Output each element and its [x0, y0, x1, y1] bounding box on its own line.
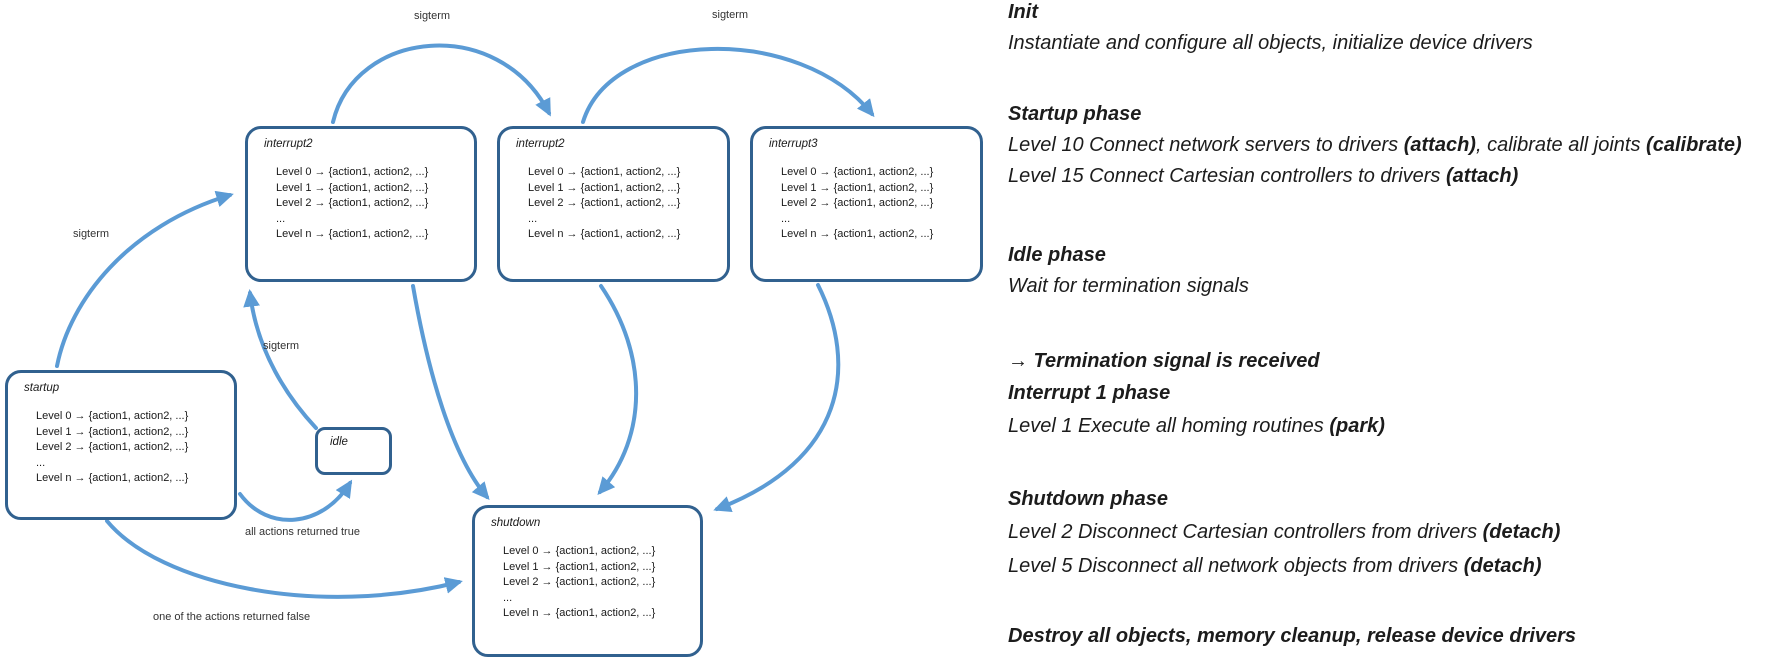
- level-row: Level 2 → {action1, action2, ...}: [781, 197, 934, 210]
- note-line-startup-level15: Level 15 Connect Cartesian controllers t…: [1008, 165, 1519, 187]
- edge-interrupt2a-to-shutdown: [411, 284, 490, 501]
- level-row: Level 2 → {action1, action2, ...}: [276, 197, 429, 210]
- edge-interrupt3-to-shutdown: [713, 283, 841, 513]
- note-line-idle-body: Wait for termination signals: [1008, 275, 1249, 297]
- state-box-interrupt2-first: interrupt2 Level 0 → {action1, action2, …: [245, 126, 477, 282]
- edge-startup-to-idle: [238, 479, 353, 522]
- state-box-interrupt3: interrupt3 Level 0 → {action1, action2, …: [750, 126, 983, 282]
- edge-label-sigterm-idle: sigterm: [263, 340, 300, 352]
- state-title: interrupt2: [516, 138, 565, 150]
- edge-interrupt2b-to-interrupt3: [581, 46, 875, 124]
- edge-label-one-action-false: one of the actions returned false: [153, 611, 311, 623]
- edge-label-all-actions-true: all actions returned true: [245, 526, 360, 538]
- level-row: Level n → {action1, action2, ...}: [36, 472, 189, 485]
- state-box-startup: startup Level 0 → {action1, action2, ...…: [5, 370, 237, 520]
- edge-label-sigterm-top-left: sigterm: [414, 10, 451, 22]
- level-row: Level 0 → {action1, action2, ...}: [276, 166, 429, 178]
- level-table: Level 0 → {action1, action2, ...} Level …: [36, 409, 234, 487]
- level-row: Level 0 → {action1, action2, ...}: [503, 545, 656, 557]
- level-row: ...: [276, 212, 286, 225]
- edge-label-sigterm-startup: sigterm: [73, 228, 110, 240]
- level-row: Level n → {action1, action2, ...}: [528, 228, 681, 241]
- note-line-destroy-body: Destroy all objects, memory cleanup, rel…: [1008, 625, 1577, 647]
- state-title: startup: [24, 382, 60, 394]
- phase-notes-panel: Init Instantiate and configure all objec…: [1008, 0, 1772, 661]
- level-row: ...: [528, 212, 538, 225]
- level-row: Level 0 → {action1, action2, ...}: [36, 410, 189, 422]
- note-line-idle-heading: Idle phase: [1008, 244, 1106, 266]
- level-row: Level 1 → {action1, action2, ...}: [276, 181, 429, 194]
- note-line-init-body: Instantiate and configure all objects, i…: [1008, 32, 1533, 54]
- note-line-startup-heading: Startup phase: [1008, 103, 1142, 125]
- note-line-shutdown-heading: Shutdown phase: [1008, 488, 1168, 510]
- level-row: Level n → {action1, action2, ...}: [276, 228, 429, 241]
- note-line-termination-signal: → Termination signal is received: [1008, 350, 1320, 372]
- level-table: Level 0 → {action1, action2, ...} Level …: [276, 165, 474, 243]
- level-row: Level 2 → {action1, action2, ...}: [528, 197, 681, 210]
- level-row: Level 1 → {action1, action2, ...}: [781, 181, 934, 194]
- level-row: Level 2 → {action1, action2, ...}: [503, 576, 656, 589]
- level-row: Level 1 → {action1, action2, ...}: [528, 181, 681, 194]
- edge-interrupt2a-to-interrupt2b: [331, 43, 551, 124]
- edge-interrupt2b-to-shutdown: [597, 284, 639, 496]
- state-box-idle: idle: [315, 427, 392, 475]
- level-row: Level 1 → {action1, action2, ...}: [503, 560, 656, 573]
- note-line-shutdown-level5: Level 5 Disconnect all network objects f…: [1008, 555, 1542, 577]
- level-row: Level 2 → {action1, action2, ...}: [36, 441, 189, 454]
- level-row: ...: [36, 456, 46, 469]
- level-table: Level 0 → {action1, action2, ...} Level …: [781, 165, 980, 243]
- level-row: Level n → {action1, action2, ...}: [503, 607, 656, 620]
- level-row: Level 1 → {action1, action2, ...}: [36, 425, 189, 438]
- state-title: shutdown: [491, 517, 541, 529]
- note-line-shutdown-level2: Level 2 Disconnect Cartesian controllers…: [1008, 521, 1561, 543]
- level-row: Level n → {action1, action2, ...}: [781, 228, 934, 241]
- level-row: ...: [781, 212, 791, 225]
- state-title: interrupt2: [264, 138, 313, 150]
- level-row: Level 0 → {action1, action2, ...}: [528, 166, 681, 178]
- state-title: interrupt3: [769, 138, 818, 150]
- level-table: Level 0 → {action1, action2, ...} Level …: [503, 544, 700, 622]
- edge-startup-to-shutdown: [105, 519, 463, 599]
- state-title: idle: [330, 436, 348, 448]
- edge-startup-to-interrupt2a: [55, 190, 234, 368]
- state-box-interrupt2-second: interrupt2 Level 0 → {action1, action2, …: [497, 126, 730, 282]
- note-line-interrupt1-level1: Level 1 Execute all homing routines (par…: [1008, 415, 1385, 437]
- note-line-init-heading: Init: [1008, 1, 1038, 23]
- note-line-startup-level10: Level 10 Connect network servers to driv…: [1008, 134, 1742, 156]
- state-box-shutdown: shutdown Level 0 → {action1, action2, ..…: [472, 505, 703, 657]
- edge-label-sigterm-top-right: sigterm: [712, 9, 749, 21]
- level-row: ...: [503, 591, 513, 604]
- note-line-interrupt1-heading: Interrupt 1 phase: [1008, 382, 1171, 404]
- edge-idle-to-interrupt2a: [243, 289, 318, 430]
- level-table: Level 0 → {action1, action2, ...} Level …: [528, 165, 727, 243]
- level-row: Level 0 → {action1, action2, ...}: [781, 166, 934, 178]
